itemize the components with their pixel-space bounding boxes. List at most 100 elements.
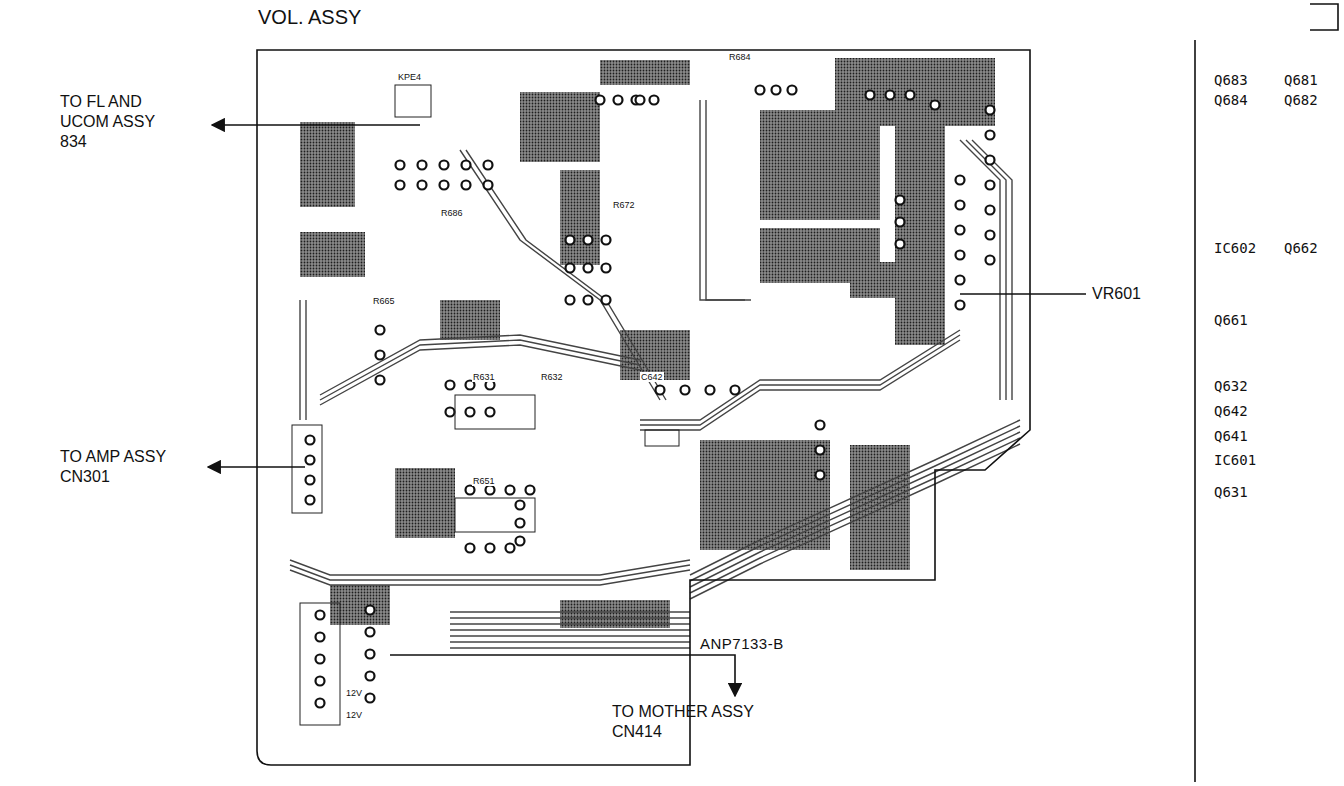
silkscreen-ref: R632 [540,372,564,382]
copper-trace [299,300,300,420]
solder-pad [316,655,325,664]
solder-pad [681,386,690,395]
solder-pad [636,96,645,105]
solder-pad [316,699,325,708]
component-outline [300,603,340,725]
copper-trace [640,330,960,420]
connector-destination: TO MOTHER ASSY CN414 [612,702,790,742]
solder-pad [931,101,940,110]
solder-pad [526,486,535,495]
solder-pad [896,240,905,249]
solder-pad [706,386,715,395]
copper-trace [450,611,690,612]
solder-pad [866,91,875,100]
solder-pad [446,381,455,390]
component-outline [455,395,535,429]
solder-pad [516,519,525,528]
copper-trace [320,340,640,400]
copper-trace [960,140,1000,400]
copper-trace [290,570,690,585]
board-outline [255,48,1033,768]
silkscreen-ref: R651 [472,476,496,486]
solder-pad [816,446,825,455]
part-index: Q632 [1214,378,1248,394]
solder-pad [986,256,995,265]
solder-pad [418,161,427,170]
solder-pad [956,176,965,185]
copper-trace [450,623,690,624]
part-index: Q682 [1284,92,1318,108]
board-title: VOL. ASSY [258,6,361,29]
solder-pad [596,96,605,105]
part-index: Q662 [1284,240,1318,256]
copper-trace [966,140,1006,400]
solder-pad [731,386,740,395]
copper-trace [466,150,666,400]
solder-pad [366,672,375,681]
solder-pad [440,181,449,190]
solder-pad [956,251,965,260]
copper-area [760,110,880,220]
part-reference: VR601 [1092,284,1141,304]
silkscreen-ref: C642 [640,372,664,382]
component-outline [645,430,679,446]
leader-arrow [212,124,420,126]
solder-pad [306,496,315,505]
copper-area [560,170,600,265]
solder-pad [376,351,385,360]
solder-pad [466,544,475,553]
solder-pad [316,677,325,686]
solder-pad [316,633,325,642]
solder-pad [584,236,593,245]
solder-pad [816,421,825,430]
solder-pad [602,296,611,305]
part-index: IC601 [1214,452,1256,468]
solder-pad [602,236,611,245]
solder-pad [366,650,375,659]
solder-pad [462,161,471,170]
solder-pad [986,156,995,165]
copper-trace [972,140,1012,400]
copper-area [330,585,390,625]
solder-pad [376,376,385,385]
solder-pad [602,264,611,273]
solder-pad [896,218,905,227]
solder-pad [506,486,515,495]
copper-trace [690,426,1020,581]
copper-trace [320,345,640,405]
solder-pad [986,106,995,115]
solder-pad [486,544,495,553]
solder-pad [986,206,995,215]
board-part-number: ANP7133-B [700,635,784,652]
pin-name: 12V [345,688,363,698]
solder-pad [366,694,375,703]
silkscreen-ref: R665 [372,296,396,306]
solder-pad [956,301,965,310]
copper-trace [290,560,690,575]
copper-trace [690,444,1020,599]
circuit-board: ANP7133-B [255,48,1033,768]
solder-pad [614,96,623,105]
copper-trace [640,340,960,430]
solder-pad [956,276,965,285]
solder-pad [986,231,995,240]
solder-pad [788,86,797,95]
solder-pad [306,436,315,445]
solder-pad [316,611,325,620]
copper-area [300,232,365,277]
copper-trace [690,432,1020,587]
solder-pad [566,296,575,305]
copper-trace [460,150,660,400]
solder-pad [462,181,471,190]
solder-pad [466,486,475,495]
copper-area [520,92,600,162]
copper-trace [320,335,640,395]
copper-trace [700,100,745,300]
solder-pad [396,181,405,190]
silkscreen-ref: R686 [440,208,464,218]
column-rule [1194,40,1196,782]
copper-area [895,125,945,345]
copper-area [600,60,690,85]
solder-pad [446,408,455,417]
